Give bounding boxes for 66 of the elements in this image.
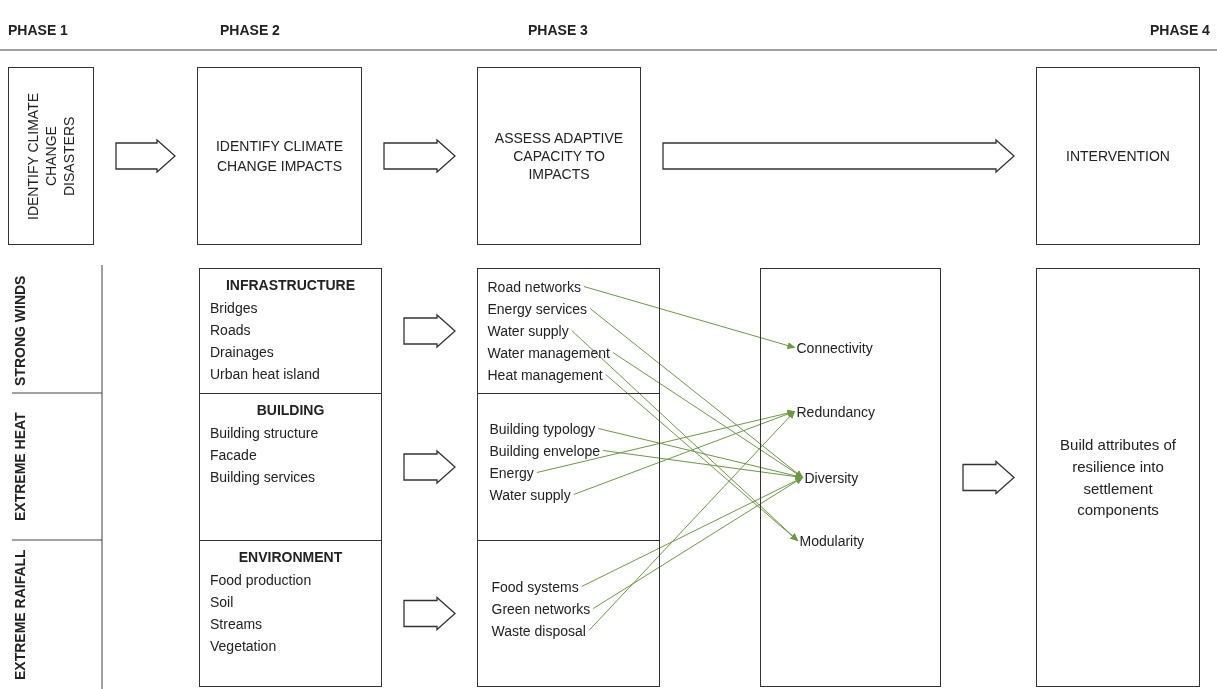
process-box [1036, 268, 1200, 687]
category-panel [199, 540, 382, 687]
list-panel [477, 540, 660, 687]
attribute-text: Heat management [487, 365, 603, 384]
block-arrow [403, 596, 456, 631]
list-item: Urban heat island [210, 365, 321, 384]
block-arrow [962, 460, 1015, 495]
attribute-text: Diversity [804, 468, 859, 487]
list-item: Vegetation [210, 637, 278, 656]
list-item: Streams [210, 615, 264, 634]
list-item: Food production [210, 571, 313, 590]
attribute-text: Redundancy [796, 402, 876, 421]
phase-heading: PHASE 1 [8, 22, 68, 38]
block-arrow [403, 449, 456, 485]
category-heading: BUILDING [255, 401, 326, 420]
box-text: Build attributes of resilience into settlement components [1059, 435, 1177, 521]
box-text: INTERVENTION [1066, 146, 1170, 166]
list-item: Bridges [210, 299, 259, 318]
attribute-text: Building envelope [489, 441, 601, 460]
list-item: Soil [210, 593, 235, 612]
hazard-label: STRONG WINDS [12, 274, 28, 388]
box-text: ASSESS ADAPTIVE CAPACITY TO IMPACTS [493, 128, 625, 184]
attribute-text: Connectivity [796, 338, 873, 357]
category-panel [199, 393, 382, 541]
connector-arrow [573, 410, 796, 495]
connector-arrow [588, 410, 796, 631]
attribute-text: Water supply [487, 321, 569, 340]
list-panel [760, 268, 941, 687]
list-item: Building structure [210, 424, 320, 443]
connector-arrow [605, 374, 799, 542]
process-box [477, 67, 641, 245]
box-text: IDENTIFY CLIMATE CHANGE DISASTERS [23, 92, 79, 220]
connector-arrow [583, 286, 796, 349]
connector-arrow [612, 352, 804, 479]
hazard-label: EXTREME RAIFALL [12, 548, 28, 682]
attribute-text: Green networks [491, 599, 591, 618]
attribute-text: Building typology [489, 419, 596, 438]
connector-arrow [592, 476, 804, 609]
attribute-text: Modularity [799, 531, 865, 550]
block-arrow [115, 138, 176, 174]
list-item: Facade [210, 446, 258, 465]
phase-heading: PHASE 2 [220, 22, 280, 38]
process-box [197, 67, 362, 245]
list-panel [477, 268, 660, 394]
category-panel [199, 268, 382, 394]
attribute-text: Waste disposal [491, 621, 586, 640]
attribute-text: Road networks [487, 277, 581, 296]
category-heading: INFRASTRUCTURE [224, 276, 357, 295]
phase-heading: PHASE 4 [1150, 22, 1210, 38]
attribute-text: Water supply [489, 485, 571, 504]
block-arrow [662, 138, 1015, 174]
category-heading: ENVIRONMENT [237, 548, 344, 567]
list-item: Drainages [210, 343, 275, 362]
list-item: Roads [210, 321, 252, 340]
block-arrow [383, 138, 456, 174]
attribute-text: Energy services [487, 299, 588, 318]
block-arrow [403, 313, 456, 349]
process-box [1036, 67, 1200, 245]
phase-heading: PHASE 3 [528, 22, 588, 38]
attribute-text: Food systems [491, 577, 579, 596]
list-panel [477, 393, 660, 541]
list-item: Building services [210, 468, 317, 487]
process-box [8, 67, 94, 245]
hazard-label: EXTREME HEAT [12, 411, 28, 523]
box-text: IDENTIFY CLIMATE CHANGE IMPACTS [214, 136, 345, 176]
attribute-text: Energy [489, 463, 534, 482]
